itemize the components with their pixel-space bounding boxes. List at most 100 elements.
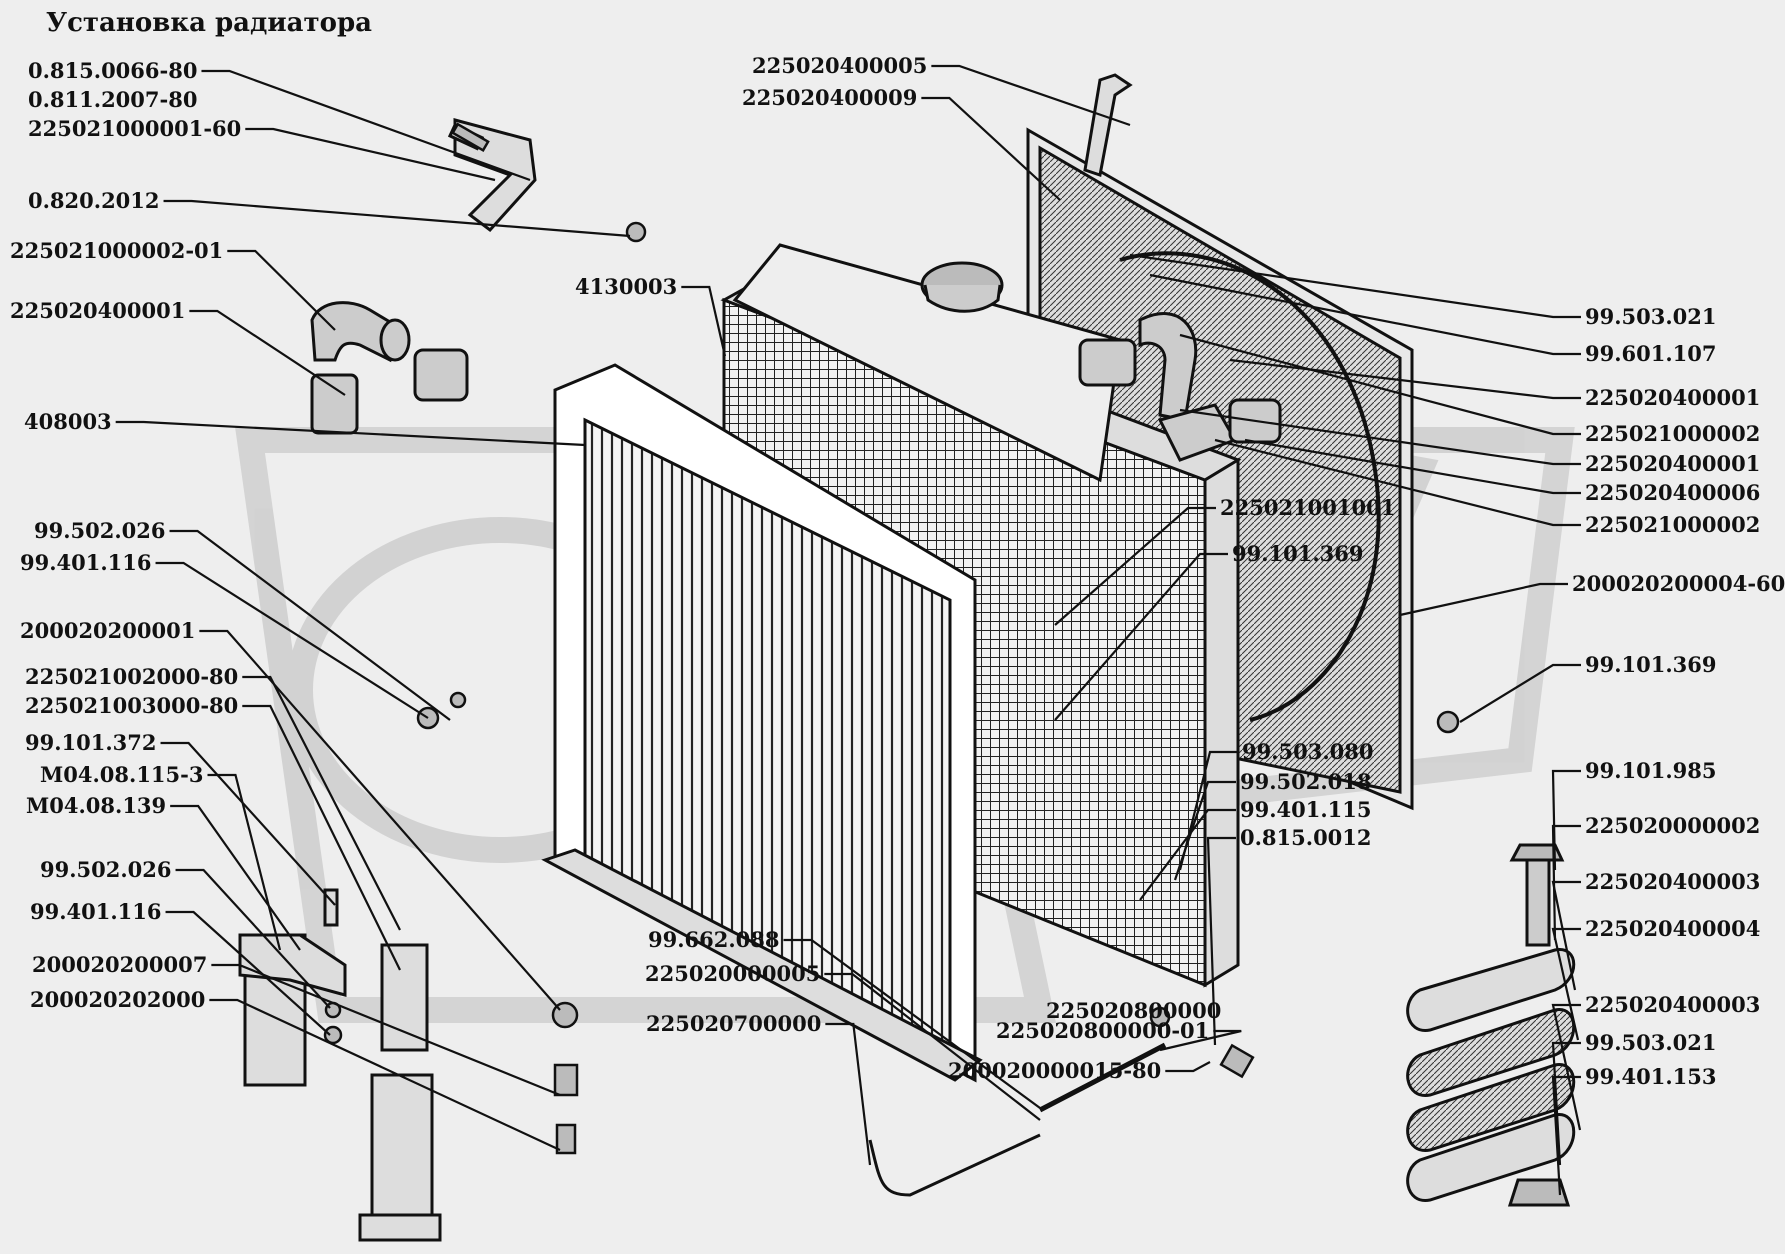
- front-oil-cooler: [541, 363, 983, 1083]
- drain-pipe: [868, 1042, 1167, 1197]
- part-label-p50: 200020000015-80: [948, 1058, 1162, 1083]
- part-label-p31: 99.101.369: [1232, 541, 1364, 566]
- leader-line-p22: [921, 96, 1061, 201]
- part-label-p41: 225020400004: [1585, 916, 1761, 941]
- diagram-title: Установка радиатора: [46, 8, 372, 38]
- part-label-p11: 225021002000-80: [25, 664, 239, 689]
- leader-line-p04: [163, 199, 631, 238]
- part-label-p38: 99.101.985: [1585, 758, 1717, 783]
- leader-line-p35: [1173, 780, 1236, 881]
- part-label-p29: 225021000002: [1585, 512, 1761, 537]
- leader-line-p28: [1244, 438, 1581, 495]
- leader-line-p34: [1178, 750, 1238, 871]
- leader-line-p36: [1139, 808, 1236, 901]
- part-label-p25: 225020400001: [1585, 385, 1761, 410]
- leader-line-p24: [1149, 273, 1581, 356]
- leader-line-p19: [209, 998, 561, 1151]
- leader-line-p49: [1159, 1029, 1242, 1052]
- leader-lines: [115, 64, 1582, 1196]
- part-label-p21: 225020400005: [752, 53, 928, 78]
- part-label-p45: 99.662.088: [648, 927, 780, 952]
- part-label-p22: 225020400009: [742, 85, 918, 110]
- leader-line-p09: [155, 561, 429, 719]
- leader-line-p27: [1179, 408, 1581, 466]
- leader-line-p03: [245, 127, 496, 182]
- leader-line-p26: [1179, 333, 1581, 436]
- part-label-p05: 225021000002-01: [10, 238, 224, 263]
- leader-line-p42: [1551, 1003, 1582, 1131]
- part-label-p12: 225021003000-80: [25, 693, 239, 718]
- leader-line-p43: [1551, 1041, 1581, 1166]
- hose-parts-left: [310, 118, 537, 435]
- mounting-brackets: [238, 888, 442, 1242]
- part-label-p43: 99.503.021: [1585, 1030, 1717, 1055]
- part-label-p26: 225021000002: [1585, 421, 1761, 446]
- leader-line-p05: [227, 249, 336, 331]
- leader-line-p07: [115, 420, 586, 447]
- leader-line-p20: [681, 285, 727, 357]
- leader-line-p39: [1551, 824, 1581, 941]
- part-label-p49: 225020800000-01: [996, 1018, 1210, 1043]
- part-label-p37: 0.815.0012: [1240, 825, 1372, 850]
- part-label-p03: 225021000001-60: [28, 116, 242, 141]
- leader-line-p38: [1551, 769, 1581, 871]
- leader-line-p15: [170, 804, 301, 951]
- part-label-p47: 225020700000: [646, 1011, 822, 1036]
- part-label-p20: 4130003: [575, 274, 678, 299]
- leader-line-p25: [1229, 358, 1581, 400]
- part-label-p09: 99.401.116: [20, 550, 152, 575]
- part-label-p32: 200020200004-60: [1572, 571, 1785, 596]
- part-label-p42: 225020400003: [1585, 992, 1761, 1017]
- leader-line-p12: [242, 704, 401, 971]
- leader-line-p40: [1551, 880, 1581, 991]
- part-label-p35: 99.502.018: [1240, 769, 1372, 794]
- leader-line-p32: [1399, 582, 1568, 617]
- leader-line-p16: [175, 868, 331, 1009]
- leader-line-p11: [242, 675, 401, 931]
- part-label-p02: 0.811.2007-80: [28, 87, 198, 112]
- part-label-p07: 408003: [24, 409, 112, 434]
- leader-line-p47: [825, 1022, 872, 1166]
- leader-line-p18: [211, 963, 561, 1097]
- leader-line-p23: [1129, 253, 1581, 319]
- part-label-p39: 225020000002: [1585, 813, 1761, 838]
- part-label-p14: М04.08.115-3: [40, 762, 204, 787]
- leader-line-p21: [931, 64, 1131, 127]
- leader-line-p30: [1054, 506, 1216, 626]
- leader-line-p17: [165, 910, 331, 1036]
- part-label-p16: 99.502.026: [40, 857, 172, 882]
- leader-line-p31: [1054, 552, 1228, 721]
- small-fasteners: [323, 122, 1460, 1155]
- part-label-p36: 99.401.115: [1240, 797, 1372, 822]
- leader-line-p10: [199, 629, 561, 1011]
- leader-line-p37: [1206, 836, 1236, 1046]
- part-label-p44: 99.401.153: [1585, 1064, 1717, 1089]
- part-label-p04: 0.820.2012: [28, 188, 160, 213]
- part-label-p18: 200020200007: [32, 952, 208, 977]
- part-label-p33: 99.101.369: [1585, 652, 1717, 677]
- part-label-p34: 99.503.080: [1242, 739, 1374, 764]
- part-label-p24: 99.601.107: [1585, 341, 1717, 366]
- part-label-p46: 225020000005: [645, 961, 821, 986]
- part-label-p40: 225020400003: [1585, 869, 1761, 894]
- filler-cap: [920, 261, 1004, 313]
- part-label-p30: 225021001001: [1220, 495, 1396, 520]
- leader-line-p06: [189, 309, 346, 396]
- leader-line-p13: [160, 741, 336, 906]
- part-label-p28: 225020400006: [1585, 480, 1761, 505]
- leader-line-p08: [169, 529, 451, 721]
- leader-line-p41: [1551, 927, 1581, 1041]
- leader-line-p50: [1165, 1061, 1211, 1073]
- part-label-p48: 225020800000: [1046, 998, 1222, 1023]
- hose-elbows: [1078, 73, 1282, 462]
- part-label-p15: М04.08.139: [26, 793, 167, 818]
- part-label-p19: 200020202000: [30, 987, 206, 1012]
- leader-line-p14: [207, 773, 282, 951]
- part-label-p10: 200020200001: [20, 618, 196, 643]
- leader-line-p29: [1214, 438, 1581, 527]
- part-label-p23: 99.503.021: [1585, 304, 1717, 329]
- part-label-p08: 99.502.026: [34, 518, 166, 543]
- part-label-p01: 0.815.0066-80: [28, 58, 198, 83]
